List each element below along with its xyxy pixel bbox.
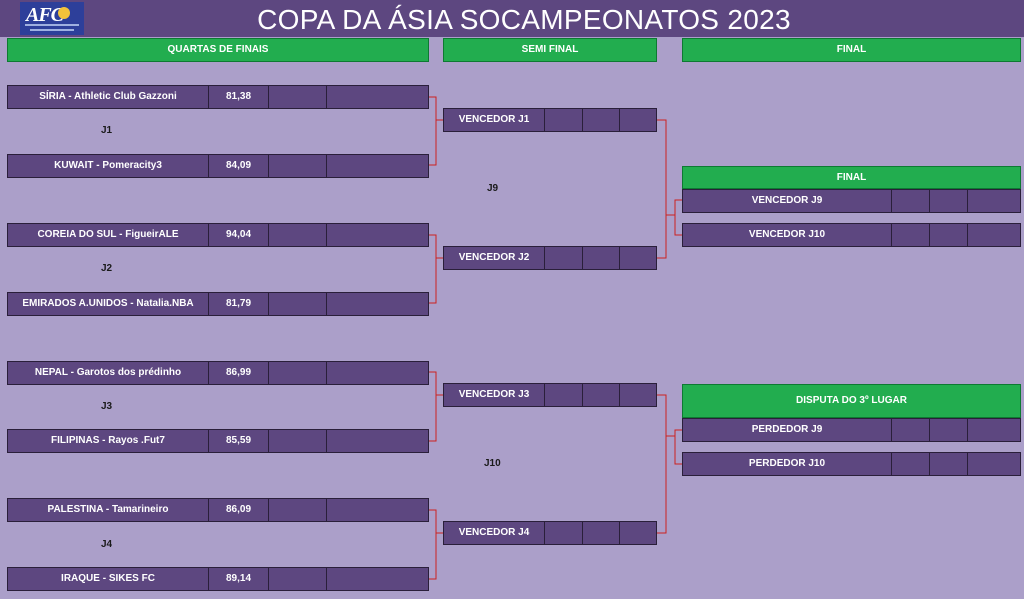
semi-team: VENCEDOR J3 bbox=[444, 384, 545, 406]
team-score: 81,79 bbox=[209, 293, 269, 315]
team-score: 86,09 bbox=[209, 499, 269, 521]
empty-cell bbox=[269, 224, 327, 246]
empty-cell bbox=[930, 190, 968, 212]
empty-cell bbox=[930, 419, 968, 441]
team-score: 86,99 bbox=[209, 362, 269, 384]
header-semi: SEMI FINAL bbox=[443, 38, 657, 62]
empty-cell bbox=[269, 499, 327, 521]
empty-cell bbox=[269, 293, 327, 315]
third-place-team: PERDEDOR J9 bbox=[683, 419, 892, 441]
semi-team: VENCEDOR J1 bbox=[444, 109, 545, 131]
quarter-row: IRAQUE - SIKES FC 89,14 bbox=[7, 567, 429, 591]
quarter-row: COREIA DO SUL - FigueirALE 94,04 bbox=[7, 223, 429, 247]
empty-cell bbox=[545, 109, 583, 131]
logo-ball-icon bbox=[58, 7, 70, 19]
header-quarters: QUARTAS DE FINAIS bbox=[7, 38, 429, 62]
semi-row: VENCEDOR J3 bbox=[443, 383, 657, 407]
empty-cell bbox=[269, 568, 327, 590]
empty-cell bbox=[583, 522, 620, 544]
empty-cell bbox=[930, 453, 968, 475]
game-label-j4: J4 bbox=[101, 539, 113, 550]
team-name: EMIRADOS A.UNIDOS - Natalia.NBA bbox=[8, 293, 209, 315]
empty-cell bbox=[583, 247, 620, 269]
page-title: COPA DA ÁSIA SOCAMPEONATOS 2023 bbox=[257, 4, 791, 35]
final-team: VENCEDOR J9 bbox=[683, 190, 892, 212]
final-row: VENCEDOR J10 bbox=[682, 223, 1021, 247]
team-name: FILIPINAS - Rayos .Fut7 bbox=[8, 430, 209, 452]
afc-logo: AFC bbox=[20, 2, 84, 35]
empty-cell bbox=[545, 522, 583, 544]
empty-cell bbox=[545, 384, 583, 406]
empty-cell bbox=[583, 109, 620, 131]
third-place-header: DISPUTA DO 3º LUGAR bbox=[682, 384, 1021, 418]
empty-cell bbox=[269, 155, 327, 177]
team-name: IRAQUE - SIKES FC bbox=[8, 568, 209, 590]
logo-text: AFC bbox=[26, 4, 64, 26]
quarter-row: EMIRADOS A.UNIDOS - Natalia.NBA 81,79 bbox=[7, 292, 429, 316]
team-score: 85,59 bbox=[209, 430, 269, 452]
third-place-team: PERDEDOR J10 bbox=[683, 453, 892, 475]
empty-cell bbox=[892, 453, 930, 475]
team-score: 81,38 bbox=[209, 86, 269, 108]
empty-cell bbox=[545, 247, 583, 269]
team-score: 89,14 bbox=[209, 568, 269, 590]
semi-row: VENCEDOR J1 bbox=[443, 108, 657, 132]
quarter-row: KUWAIT - Pomeracity3 84,09 bbox=[7, 154, 429, 178]
title-bar bbox=[0, 0, 1024, 37]
team-name: COREIA DO SUL - FigueirALE bbox=[8, 224, 209, 246]
empty-cell bbox=[892, 419, 930, 441]
header-final: FINAL bbox=[682, 38, 1021, 62]
game-label-j2: J2 bbox=[101, 263, 113, 274]
third-place-row: PERDEDOR J9 bbox=[682, 418, 1021, 442]
team-name: SÍRIA - Athletic Club Gazzoni bbox=[8, 86, 209, 108]
semi-team: VENCEDOR J4 bbox=[444, 522, 545, 544]
game-label-j3: J3 bbox=[101, 401, 113, 412]
empty-cell bbox=[892, 190, 930, 212]
team-score: 94,04 bbox=[209, 224, 269, 246]
game-label-j10: J10 bbox=[484, 458, 501, 469]
empty-cell bbox=[269, 86, 327, 108]
semi-row: VENCEDOR J4 bbox=[443, 521, 657, 545]
team-score: 84,09 bbox=[209, 155, 269, 177]
empty-cell bbox=[892, 224, 930, 246]
team-name: KUWAIT - Pomeracity3 bbox=[8, 155, 209, 177]
quarter-row: SÍRIA - Athletic Club Gazzoni 81,38 bbox=[7, 85, 429, 109]
final-box-header: FINAL bbox=[682, 166, 1021, 189]
team-name: NEPAL - Garotos dos prédinho bbox=[8, 362, 209, 384]
team-name: PALESTINA - Tamarineiro bbox=[8, 499, 209, 521]
game-label-j1: J1 bbox=[101, 125, 113, 136]
quarter-row: PALESTINA - Tamarineiro 86,09 bbox=[7, 498, 429, 522]
empty-cell bbox=[269, 430, 327, 452]
empty-cell bbox=[583, 384, 620, 406]
empty-cell bbox=[269, 362, 327, 384]
final-team: VENCEDOR J10 bbox=[683, 224, 892, 246]
game-label-j9: J9 bbox=[487, 183, 499, 194]
semi-row: VENCEDOR J2 bbox=[443, 246, 657, 270]
quarter-row: NEPAL - Garotos dos prédinho 86,99 bbox=[7, 361, 429, 385]
third-place-row: PERDEDOR J10 bbox=[682, 452, 1021, 476]
quarter-row: FILIPINAS - Rayos .Fut7 85,59 bbox=[7, 429, 429, 453]
empty-cell bbox=[930, 224, 968, 246]
final-row: VENCEDOR J9 bbox=[682, 189, 1021, 213]
semi-team: VENCEDOR J2 bbox=[444, 247, 545, 269]
